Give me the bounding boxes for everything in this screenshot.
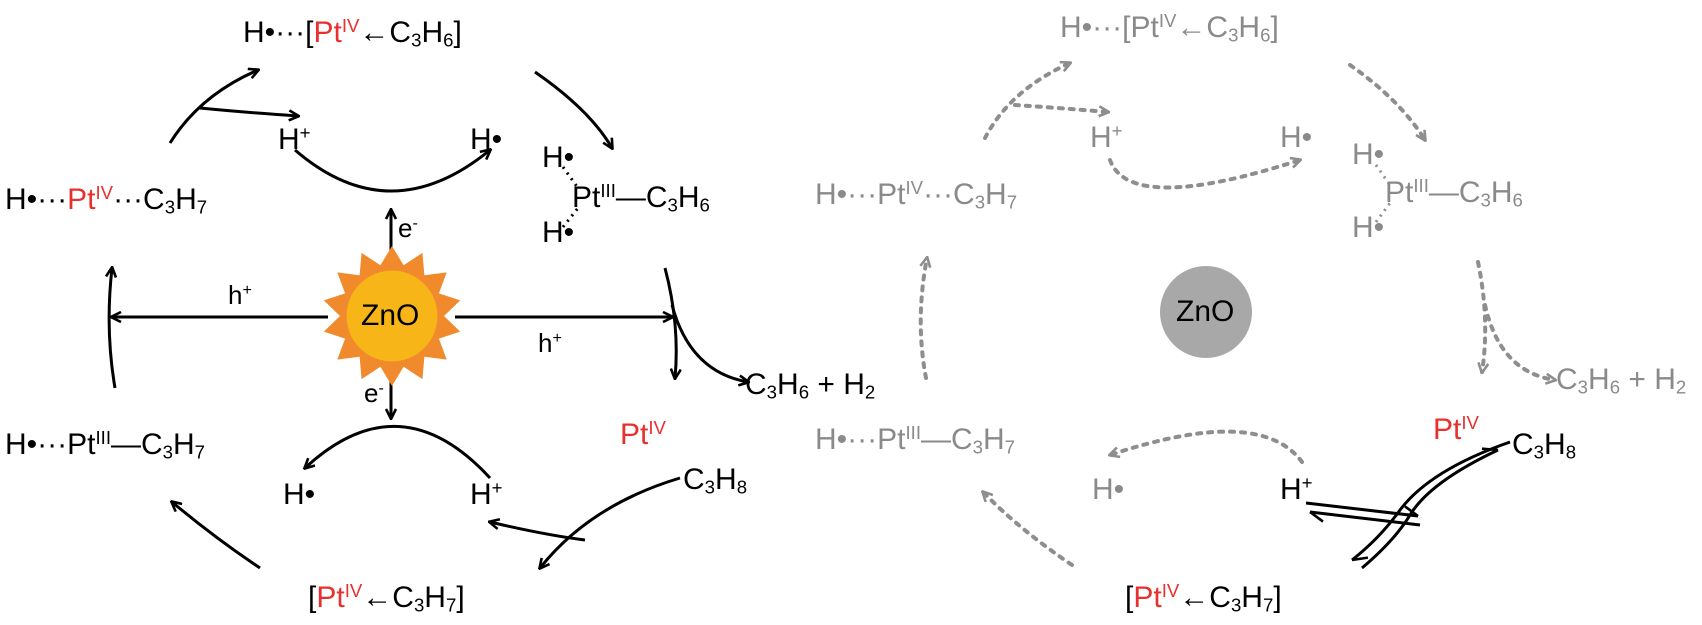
gray-arrow-to-top-complex <box>983 63 1070 140</box>
arrow-branch-to-hplus-bottom <box>490 522 586 542</box>
gray-arrow-hplus-to-hrad <box>1108 160 1300 190</box>
gray-h-radical-top: H• <box>1280 121 1313 154</box>
arrow-to-product <box>670 304 748 382</box>
h-plus-bottom-right: H+ <box>1280 471 1313 506</box>
eq-arrow-propane-in <box>1361 450 1499 570</box>
arrow-to-top-complex <box>168 70 258 144</box>
h-plus-top: H+ <box>278 121 311 156</box>
zno-sun <box>323 246 461 386</box>
right-cycle-arrows <box>918 63 1555 567</box>
arrow-left-up <box>109 268 115 389</box>
h-radical-top: H• <box>470 123 503 156</box>
gray-h-radical-bottom: H• <box>1092 473 1125 506</box>
left-complex: H•···PtIV···C3H7 <box>5 181 208 218</box>
electron-bottom: e- <box>364 378 384 408</box>
propane: C3H8 <box>683 463 748 498</box>
arrow-hplus-to-hrad-bottom <box>305 425 492 480</box>
arrow-branch-to-hplus <box>199 106 298 116</box>
right-complex-h-bottom: H• <box>542 216 575 249</box>
hole-right: h+ <box>538 328 562 358</box>
gray-h-plus-top: H+ <box>1090 119 1123 154</box>
hole-left: h+ <box>228 280 252 310</box>
gray-bottom-complex: [PtIV←C3H7] <box>1125 579 1282 616</box>
gray-arrow-top-to-right-complex <box>1348 63 1425 140</box>
gray-left-complex: H•···PtIV···C3H7 <box>815 176 1018 213</box>
arrow-bottom-to-bottom-left <box>172 502 261 570</box>
gray-arrow-right-down <box>1476 260 1485 372</box>
gray-bottom-left-complex: H•···PtIII—C3H7 <box>815 421 1016 458</box>
gray-arrow-left-up <box>918 258 927 380</box>
arrow-top-to-right-complex <box>534 70 612 148</box>
gray-right-complex-h-top: H• <box>1352 138 1385 171</box>
h-radical-bottom: H• <box>283 478 316 511</box>
arrow-propane-in <box>540 476 681 568</box>
eq-arrow-from-hplus <box>1305 501 1418 518</box>
pt-free: PtIV <box>620 416 666 451</box>
top-complex: H•···[PtIV←C3H6] <box>243 14 462 51</box>
gray-arrow-branch-to-hplus <box>1013 103 1108 112</box>
equilibrium-arrows <box>1305 440 1511 570</box>
zno-label: ZnO <box>361 299 420 332</box>
eq-arrow-propane-out <box>1351 440 1511 560</box>
gray-arrow-bottom-to-bottom-left <box>983 492 1074 567</box>
right-complex-h-top: H• <box>542 141 575 174</box>
right-complex: PtIII—C3H6 <box>572 179 710 216</box>
product: C3H6 + H2 <box>745 368 876 403</box>
gray-top-complex: H•···[PtIV←C3H6] <box>1060 9 1279 46</box>
gray-right-complex: PtIII—C3H6 <box>1385 174 1523 211</box>
bottom-left-complex: H•···PtIII—C3H7 <box>5 426 206 463</box>
h-plus-bottom: H+ <box>470 476 503 511</box>
electron-top: e- <box>398 213 418 243</box>
gray-right-complex-h-bottom: H• <box>1352 211 1385 244</box>
left-complex-dotted-bonds <box>561 166 580 228</box>
bottom-complex: [PtIV←C3H7] <box>308 579 465 616</box>
zno-label-gray: ZnO <box>1176 295 1235 328</box>
gray-arrow-hplus-to-hrad-bottom <box>1110 429 1304 464</box>
eq-arrow-to-hplus <box>1310 510 1421 527</box>
arrow-hplus-to-hrad-top <box>294 150 490 193</box>
arrow-right-down <box>663 267 676 378</box>
gray-product: C3H6 + H2 <box>1556 363 1687 398</box>
gray-pt-free: PtIV <box>1433 411 1479 446</box>
zno-gray-circle <box>1160 266 1252 358</box>
gray-arrow-to-product <box>1483 303 1555 380</box>
gray-propane: C3H8 <box>1512 428 1577 463</box>
